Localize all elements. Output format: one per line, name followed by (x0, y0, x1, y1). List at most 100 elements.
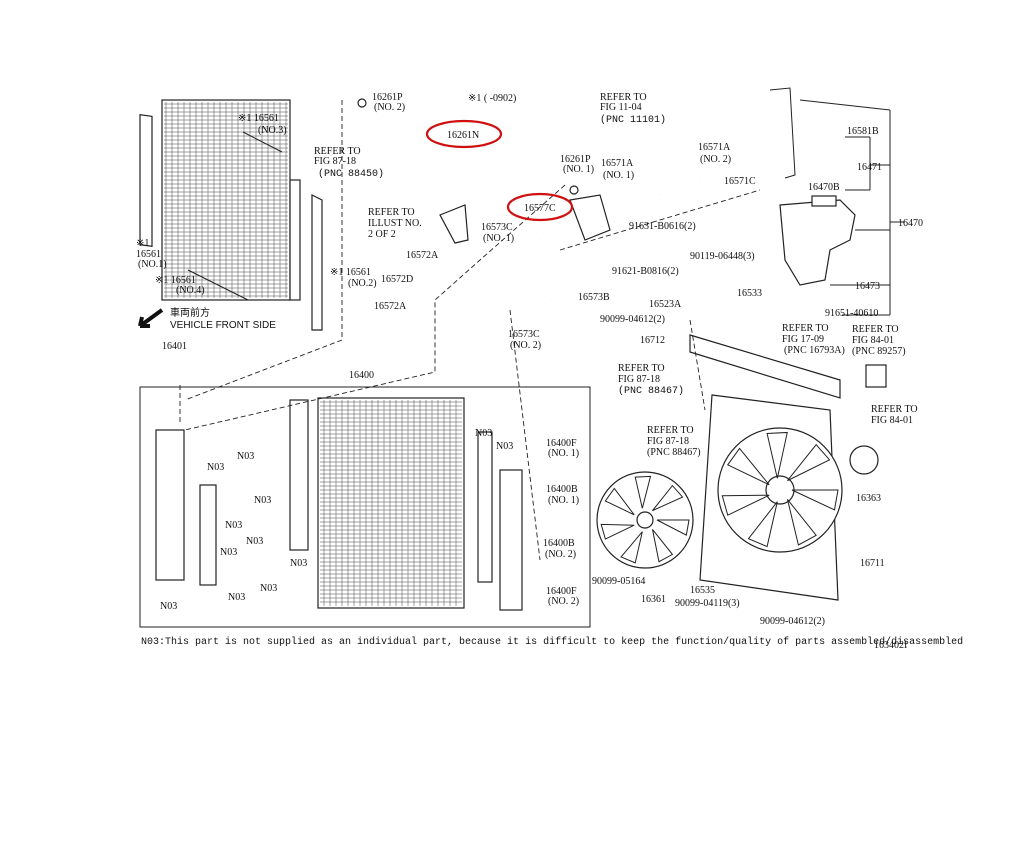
figure-id: 163402I (874, 640, 907, 651)
refer-8401a-line1: REFER TO (852, 324, 899, 335)
label-16533: 16533 (737, 288, 762, 299)
label-16361: 16361 (641, 594, 666, 605)
label-16400F-no1-sub: (NO. 1) (548, 448, 579, 459)
label-16363: 16363 (856, 493, 881, 504)
upper-hoses (357, 87, 796, 303)
label-16401: 16401 (162, 341, 187, 352)
part-labels: 16261P (NO. 2) ※1 ( -0902) 16261N 16261P… (136, 92, 963, 651)
radiator-group-box (139, 386, 591, 628)
highlight-16261N (425, 119, 503, 149)
label-n03-9: N03 (160, 601, 177, 612)
label-16571A-no2-sub: (NO. 2) (700, 154, 731, 165)
refer-illust-line1: REFER TO (368, 207, 415, 218)
highlight-16577C (506, 192, 574, 222)
label-16572A-2: 16572A (374, 301, 407, 312)
label-16561-no3-sub: (NO.3) (258, 125, 287, 136)
refer-1709-line2: FIG 17-09 (782, 334, 824, 345)
label-n03-5: N03 (220, 547, 237, 558)
label-16400B-no1-sub: (NO. 1) (548, 495, 579, 506)
label-16712: 16712 (640, 335, 665, 346)
label-16471: 16471 (857, 162, 882, 173)
label-16470: 16470 (898, 218, 923, 229)
refer-illust-line2: ILLUST NO. (368, 218, 422, 229)
refer-1709-line3: (PNC 16793A) (784, 345, 845, 356)
label-16261N: 16261N (447, 130, 479, 141)
label-16571A-no1: 16571A (601, 158, 634, 169)
label-16400F-no2-sub: (NO. 2) (548, 596, 579, 607)
label-16711: 16711 (860, 558, 885, 569)
refer-8718c-line3: (PNC 88467) (647, 447, 701, 458)
label-note-0902: ※1 ( -0902) (468, 93, 516, 104)
refer-1104-line1: REFER TO (600, 92, 647, 103)
label-n03-11: N03 (475, 428, 492, 439)
label-16573C-no2-sub: (NO. 2) (510, 340, 541, 351)
label-front-jp: 車両前方 (170, 306, 210, 319)
label-91621: 91621-B0816(2) (612, 266, 679, 277)
label-16571A-no2: 16571A (698, 142, 731, 153)
label-16261P-no1: 16261P (560, 154, 591, 165)
label-16473: 16473 (855, 281, 880, 292)
label-n03-8: N03 (228, 592, 245, 603)
label-16561-no2-sub: (NO.2) (348, 278, 377, 289)
refer-1104-line3: (PNC 11101) (600, 114, 666, 126)
refer-illust-line3: 2 OF 2 (368, 229, 396, 240)
label-91631: 91631-B0616(2) (629, 221, 696, 232)
refer-1104-line2: FIG 11-04 (600, 102, 642, 113)
label-16261P-no1-sub: (NO. 1) (563, 164, 594, 175)
label-n03-1: N03 (207, 462, 224, 473)
label-16400B-no1: 16400B (546, 484, 578, 495)
label-16561-no4-sub: (NO.4) (176, 285, 205, 296)
refer-8718c-line2: FIG 87-18 (647, 436, 689, 447)
label-90099-04612-b: 90099-04612(2) (760, 616, 825, 627)
label-16572D: 16572D (381, 274, 413, 285)
label-n03-10: N03 (290, 558, 307, 569)
front-arrow-icon (138, 308, 164, 328)
refer-8718b-line1: REFER TO (618, 363, 665, 374)
refer-8401b-line1: REFER TO (871, 404, 918, 415)
refer-8401b-line2: FIG 84-01 (871, 415, 913, 426)
label-n03-12: N03 (496, 441, 513, 452)
label-16561-no1-sub: (NO.1) (138, 259, 167, 270)
label-n03-4: N03 (225, 520, 242, 531)
label-16470B: 16470B (808, 182, 840, 193)
label-16261P-no2-sub: (NO. 2) (374, 102, 405, 113)
label-16261P-no2: 16261P (372, 92, 403, 103)
reservoir-tank (779, 195, 856, 286)
fan-assembly (596, 334, 887, 601)
label-16573B: 16573B (578, 292, 610, 303)
label-90099-04612-a: 90099-04612(2) (600, 314, 665, 325)
label-16400F-no1: 16400F (546, 438, 577, 449)
label-16561-no1: 16561 (136, 249, 161, 260)
label-n03-6: N03 (246, 536, 263, 547)
label-90099-05164: 90099-05164 (592, 576, 645, 587)
label-16573C-no2: 16573C (508, 329, 540, 340)
refer-8718b-line2: FIG 87-18 (618, 374, 660, 385)
label-16561-no3: ※1 16561 (238, 113, 279, 124)
label-16535: 16535 (690, 585, 715, 596)
label-16571A-no1-sub: (NO. 1) (603, 170, 634, 181)
leader-lines (179, 99, 905, 561)
label-16561-no2: ※1 16561 (330, 267, 371, 278)
label-n03-2: N03 (237, 451, 254, 462)
label-front-en: VEHICLE FRONT SIDE (170, 320, 276, 331)
label-16571C: 16571C (724, 176, 756, 187)
label-16573C-no1-sub: (NO. 1) (483, 233, 514, 244)
label-16400: 16400 (349, 370, 374, 381)
refer-8718c-line1: REFER TO (647, 425, 694, 436)
refer-1709-line1: REFER TO (782, 323, 829, 334)
label-16581B: 16581B (847, 126, 879, 137)
label-n03-3: N03 (254, 495, 271, 506)
label-16400B-no2: 16400B (543, 538, 575, 549)
refer-8718a-line2: FIG 87-18 (314, 156, 356, 167)
label-16572A-1: 16572A (406, 250, 439, 261)
refer-8718b-line3: (PNC 88467) (618, 385, 684, 397)
refer-8718a-line1: REFER TO (314, 146, 361, 157)
label-90099-04119: 90099-04119(3) (675, 598, 740, 609)
label-16523A: 16523A (649, 299, 682, 310)
label-16577C: 16577C (524, 203, 556, 214)
label-16400F-no2: 16400F (546, 586, 577, 597)
label-n03-7: N03 (260, 583, 277, 594)
refer-8401a-line3: (PNC 89257) (852, 346, 906, 357)
radiator (155, 397, 523, 611)
